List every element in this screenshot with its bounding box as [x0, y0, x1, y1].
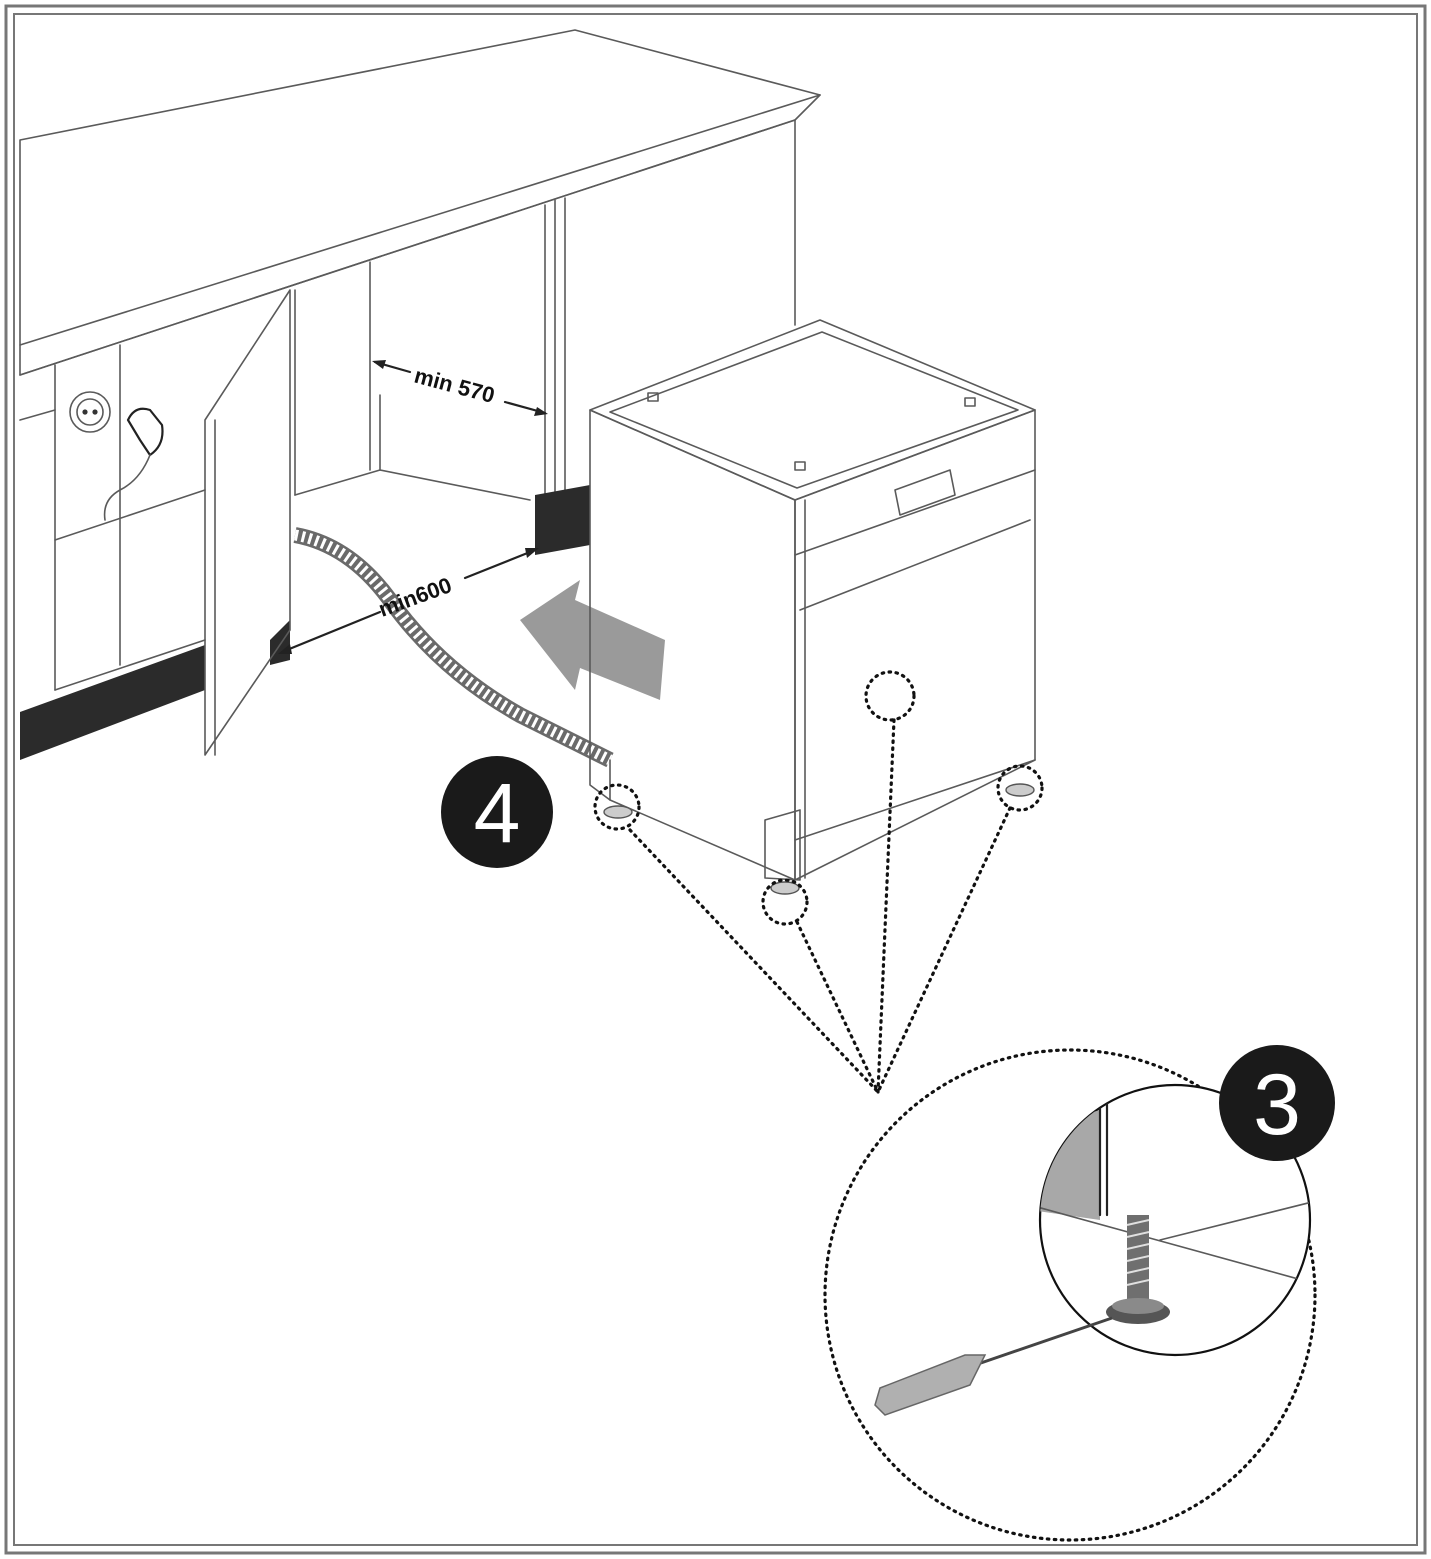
page-frame — [4, 4, 1427, 1555]
plinth-left — [20, 645, 205, 760]
countertop — [19, 29, 821, 346]
kitchen-cabinets — [19, 29, 821, 760]
foot-callouts — [593, 670, 1044, 1094]
dimension-label-height: min600 — [375, 572, 455, 621]
screwdriver-handle — [874, 1354, 987, 1416]
step-badge-4: 4 — [441, 756, 553, 868]
plinth-right — [535, 485, 590, 555]
step-number-3: 3 — [1253, 1057, 1301, 1153]
power-plug-icon — [103, 407, 164, 521]
power-socket-icon — [69, 391, 111, 433]
dishwasher — [589, 319, 1036, 895]
dimension-label-width: min 570 — [412, 363, 498, 408]
open-cabinet-door — [204, 289, 291, 756]
height-dimension: min600 — [278, 548, 539, 654]
step-badge-3: 3 — [1219, 1045, 1335, 1161]
step-number-4: 4 — [474, 766, 521, 860]
push-direction-arrow — [520, 580, 665, 700]
screwdriver-shaft — [974, 1316, 1113, 1367]
drain-hose — [293, 527, 614, 768]
width-dimension: min 570 — [372, 360, 548, 416]
